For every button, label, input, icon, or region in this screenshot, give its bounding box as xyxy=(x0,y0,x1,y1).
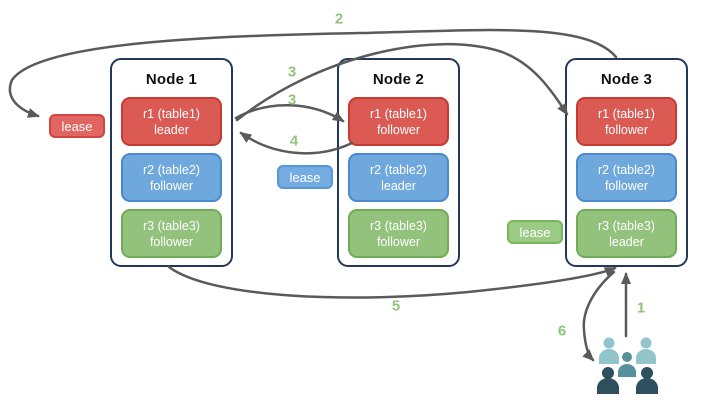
node-3-replica-r1: r1 (table1) follower xyxy=(576,97,677,146)
node-3-replica-r2: r2 (table2) follower xyxy=(576,153,677,202)
replica-name: r3 (table3) xyxy=(143,218,200,233)
node-2: Node 2 r1 (table1) follower r2 (table2) … xyxy=(337,58,460,267)
step-label-3a: 3 xyxy=(287,63,297,81)
replica-name: r2 (table2) xyxy=(598,162,655,177)
replica-role: leader xyxy=(381,178,416,193)
lease-badge-r3: lease xyxy=(507,220,563,244)
replica-role: follower xyxy=(604,178,649,193)
step-label-2: 2 xyxy=(334,10,344,28)
replica-name: r1 (table1) xyxy=(143,106,200,121)
node-3-title: Node 3 xyxy=(600,71,653,88)
replica-role: leader xyxy=(154,122,189,137)
node-1: Node 1 r1 (table1) leader r2 (table2) fo… xyxy=(110,58,233,267)
replica-role: follower xyxy=(149,234,194,249)
lease-badge-r2: lease xyxy=(277,165,333,189)
node-2-replica-r3: r3 (table3) follower xyxy=(348,209,449,258)
node-2-replica-r2: r2 (table2) leader xyxy=(348,153,449,202)
lease-badge-r1: lease xyxy=(49,114,105,138)
step-label-1: 1 xyxy=(636,299,646,317)
users-group-icon xyxy=(597,337,658,394)
arrow-step-5 xyxy=(167,265,617,299)
replica-role: follower xyxy=(149,178,194,193)
replica-name: r1 (table1) xyxy=(598,106,655,121)
replica-role: follower xyxy=(376,234,421,249)
step-label-6: 6 xyxy=(557,322,567,340)
node-3-replica-r3: r3 (table3) leader xyxy=(576,209,677,258)
node-1-replica-r3: r3 (table3) follower xyxy=(121,209,222,258)
replica-name: r3 (table3) xyxy=(370,218,427,233)
replica-name: r3 (table3) xyxy=(598,218,655,233)
node-1-replica-r1: r1 (table1) leader xyxy=(121,97,222,146)
node-2-title: Node 2 xyxy=(372,71,425,88)
node-3: Node 3 r1 (table1) follower r2 (table2) … xyxy=(565,58,688,267)
step-label-5: 5 xyxy=(391,297,401,315)
replica-role: follower xyxy=(376,122,421,137)
node-1-replica-r2: r2 (table2) follower xyxy=(121,153,222,202)
replica-role: leader xyxy=(609,234,644,249)
arrow-step-2 xyxy=(8,28,618,118)
node-2-replica-r1: r1 (table1) follower xyxy=(348,97,449,146)
step-label-3b: 3 xyxy=(287,91,297,109)
arrow-step-6 xyxy=(582,270,616,362)
replica-name: r2 (table2) xyxy=(370,162,427,177)
replica-name: r1 (table1) xyxy=(370,106,427,121)
replica-name: r2 (table2) xyxy=(143,162,200,177)
node-1-title: Node 1 xyxy=(145,71,198,88)
step-label-4: 4 xyxy=(289,132,299,150)
replica-role: follower xyxy=(604,122,649,137)
